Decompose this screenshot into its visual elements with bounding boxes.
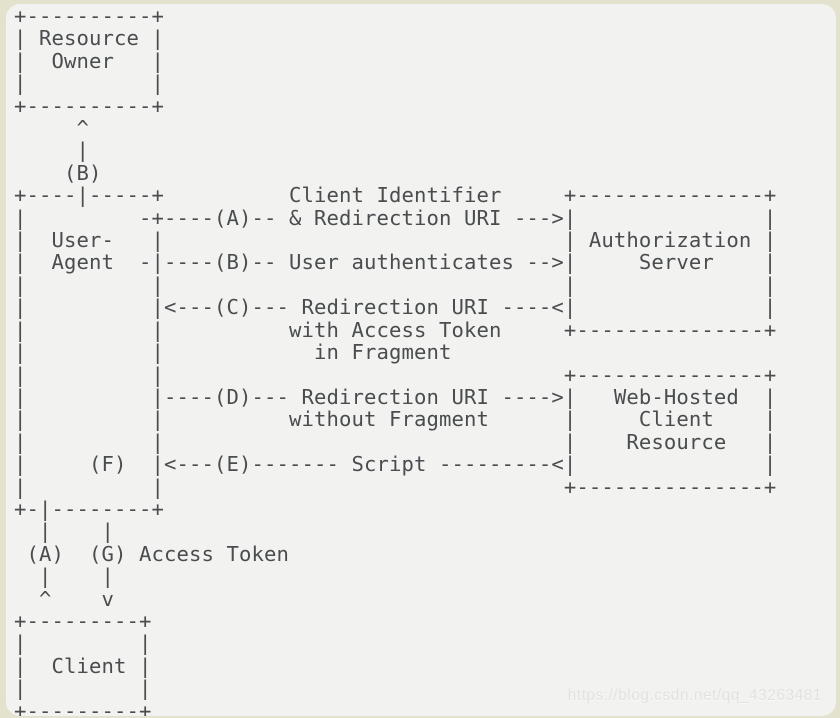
csdn-blog-watermark: https://blog.csdn.net/qq_43263481 <box>567 687 822 704</box>
oauth-implicit-flow-ascii-diagram: +----------+ | Resource | | Owner | | | … <box>14 4 777 716</box>
code-block-panel: +----------+ | Resource | | Owner | | | … <box>6 4 836 716</box>
